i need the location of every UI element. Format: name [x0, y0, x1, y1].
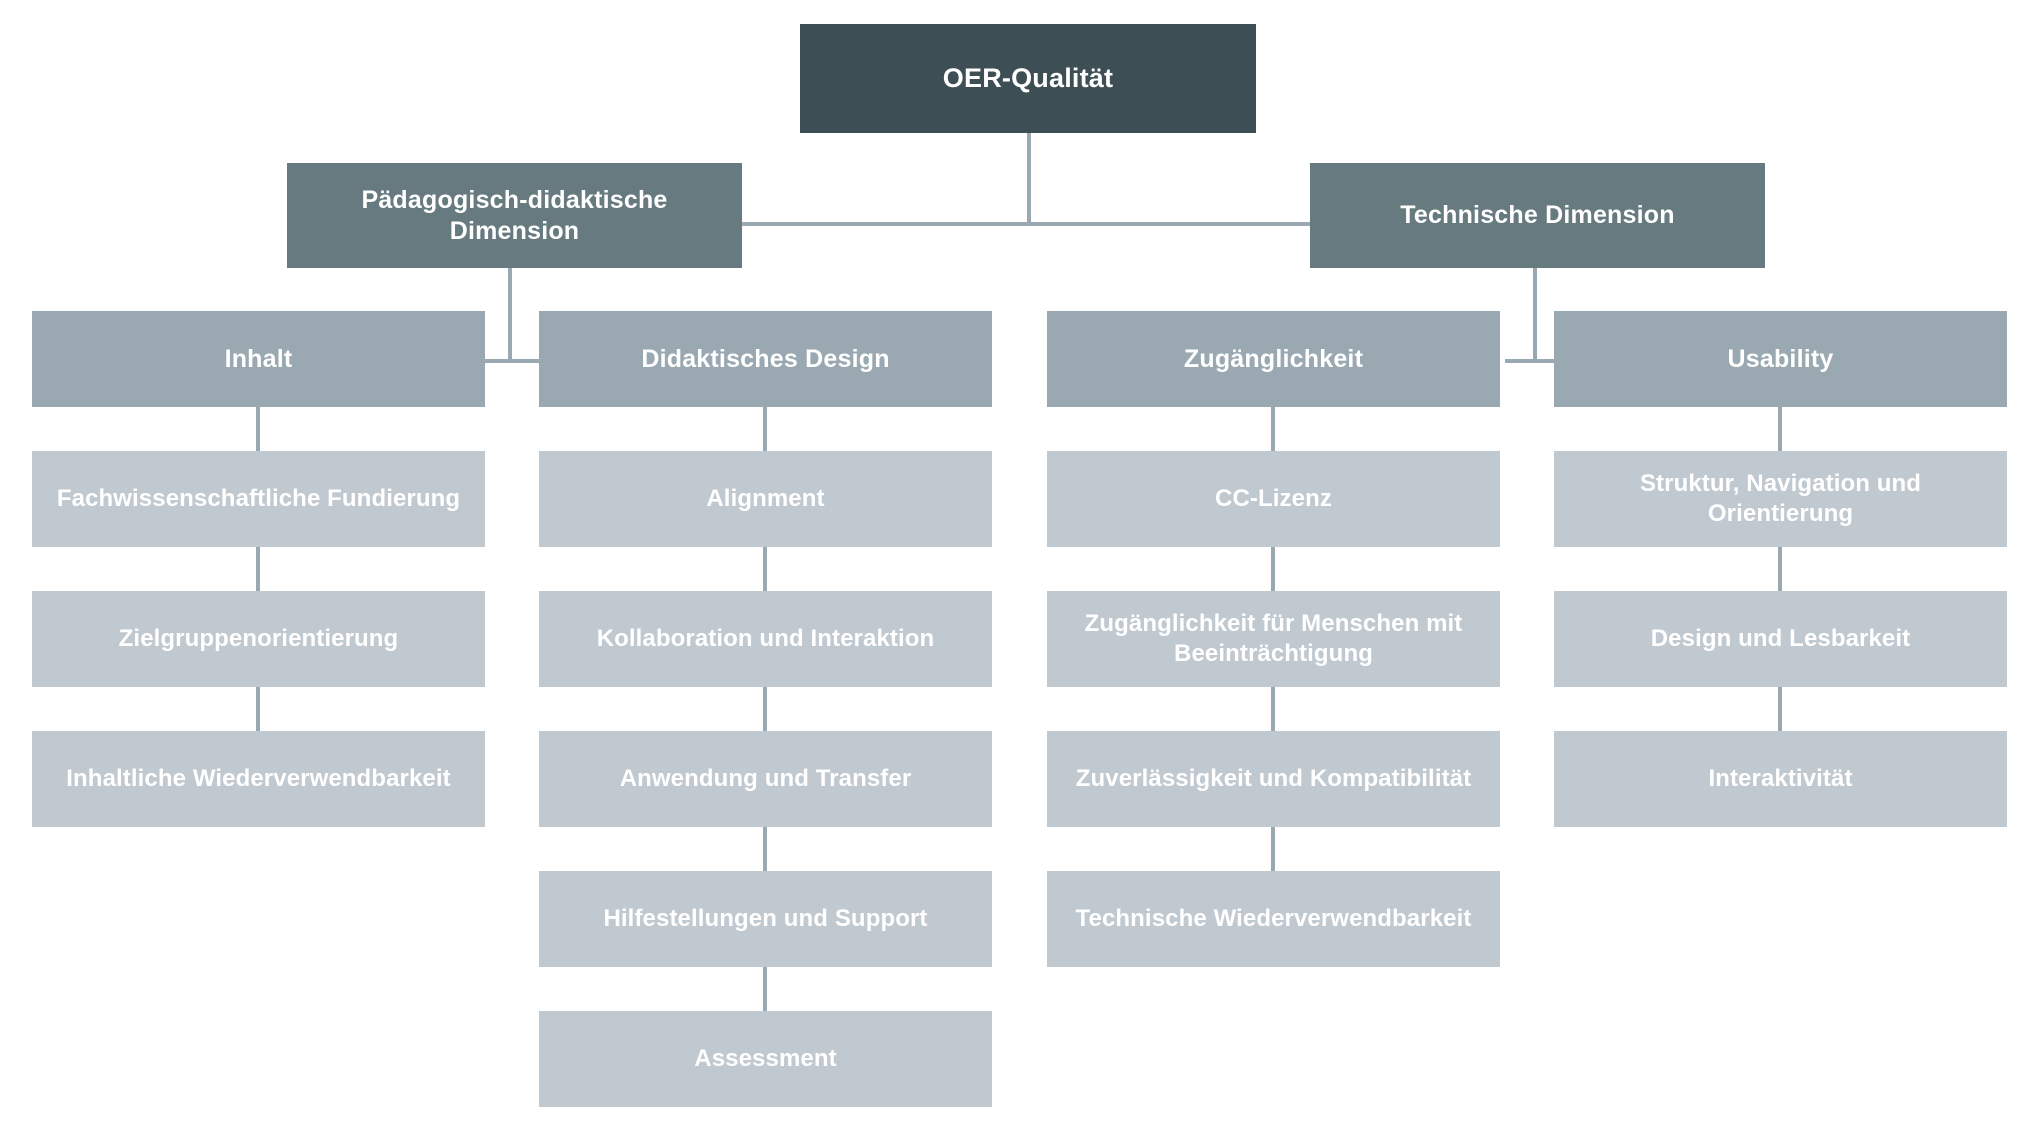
connector-inhalt-2: [256, 547, 260, 595]
node-item-inhaltliche-wiederverwendbarkeit[interactable]: Inhaltliche Wiederverwendbarkeit: [32, 731, 485, 827]
node-item-zuverlaessigkeit-und-kompatibilitaet[interactable]: Zuverlässigkeit und Kompatibilität: [1047, 731, 1500, 827]
node-category-usability[interactable]: Usability: [1554, 311, 2007, 407]
connector-didaktik-5: [763, 967, 767, 1015]
connector-zugang-3: [1271, 687, 1275, 735]
connector-didaktik-1: [763, 407, 767, 455]
node-root-oer-qualitaet[interactable]: OER-Qualität: [800, 24, 1256, 133]
connector-usability-1: [1778, 407, 1782, 455]
node-item-kollaboration-und-interaktion[interactable]: Kollaboration und Interaktion: [539, 591, 992, 687]
connector-tech-stem: [1533, 268, 1537, 361]
connector-zugang-4: [1271, 827, 1275, 875]
connector-zugang-1: [1271, 407, 1275, 455]
node-category-inhalt[interactable]: Inhalt: [32, 311, 485, 407]
node-item-struktur-navigation-und-orientierung[interactable]: Struktur, Navigation und Orientierung: [1554, 451, 2007, 547]
connector-dimension-trunk: [740, 222, 1310, 226]
connector-didaktik-3: [763, 687, 767, 735]
connector-usability-2: [1778, 547, 1782, 595]
node-category-zugaenglichkeit[interactable]: Zugänglichkeit: [1047, 311, 1500, 407]
node-item-hilfestellungen-und-support[interactable]: Hilfestellungen und Support: [539, 871, 992, 967]
connector-didaktik-4: [763, 827, 767, 875]
node-item-assessment[interactable]: Assessment: [539, 1011, 992, 1107]
node-dimension-technisch[interactable]: Technische Dimension: [1310, 163, 1765, 268]
connector-paed-stem: [508, 268, 512, 361]
node-item-fachwissenschaftliche-fundierung[interactable]: Fachwissenschaftliche Fundierung: [32, 451, 485, 547]
node-item-cc-lizenz[interactable]: CC-Lizenz: [1047, 451, 1500, 547]
node-item-anwendung-und-transfer[interactable]: Anwendung und Transfer: [539, 731, 992, 827]
node-item-technische-wiederverwendbarkeit[interactable]: Technische Wiederverwendbarkeit: [1047, 871, 1500, 967]
node-item-zielgruppenorientierung[interactable]: Zielgruppenorientierung: [32, 591, 485, 687]
connector-didaktik-2: [763, 547, 767, 595]
connector-root-stem: [1027, 133, 1031, 225]
node-item-alignment[interactable]: Alignment: [539, 451, 992, 547]
connector-paed-to-didaktik: [508, 359, 542, 363]
node-category-didaktisches-design[interactable]: Didaktisches Design: [539, 311, 992, 407]
connector-tech-to-zugang: [1505, 359, 1537, 363]
connector-usability-3: [1778, 687, 1782, 735]
node-item-design-und-lesbarkeit[interactable]: Design und Lesbarkeit: [1554, 591, 2007, 687]
connector-inhalt-3: [256, 687, 260, 735]
connector-paed-to-inhalt: [480, 359, 512, 363]
node-item-zugaenglichkeit-fuer-menschen-mit-beeintraechtigung[interactable]: Zugänglichkeit für Menschen mit Beeinträ…: [1047, 591, 1500, 687]
connector-inhalt-1: [256, 407, 260, 455]
connector-tech-to-usability: [1533, 359, 1567, 363]
connector-zugang-2: [1271, 547, 1275, 595]
node-item-interaktivitaet[interactable]: Interaktivität: [1554, 731, 2007, 827]
node-dimension-paedagogisch-didaktisch[interactable]: Pädagogisch-didaktische Dimension: [287, 163, 742, 268]
